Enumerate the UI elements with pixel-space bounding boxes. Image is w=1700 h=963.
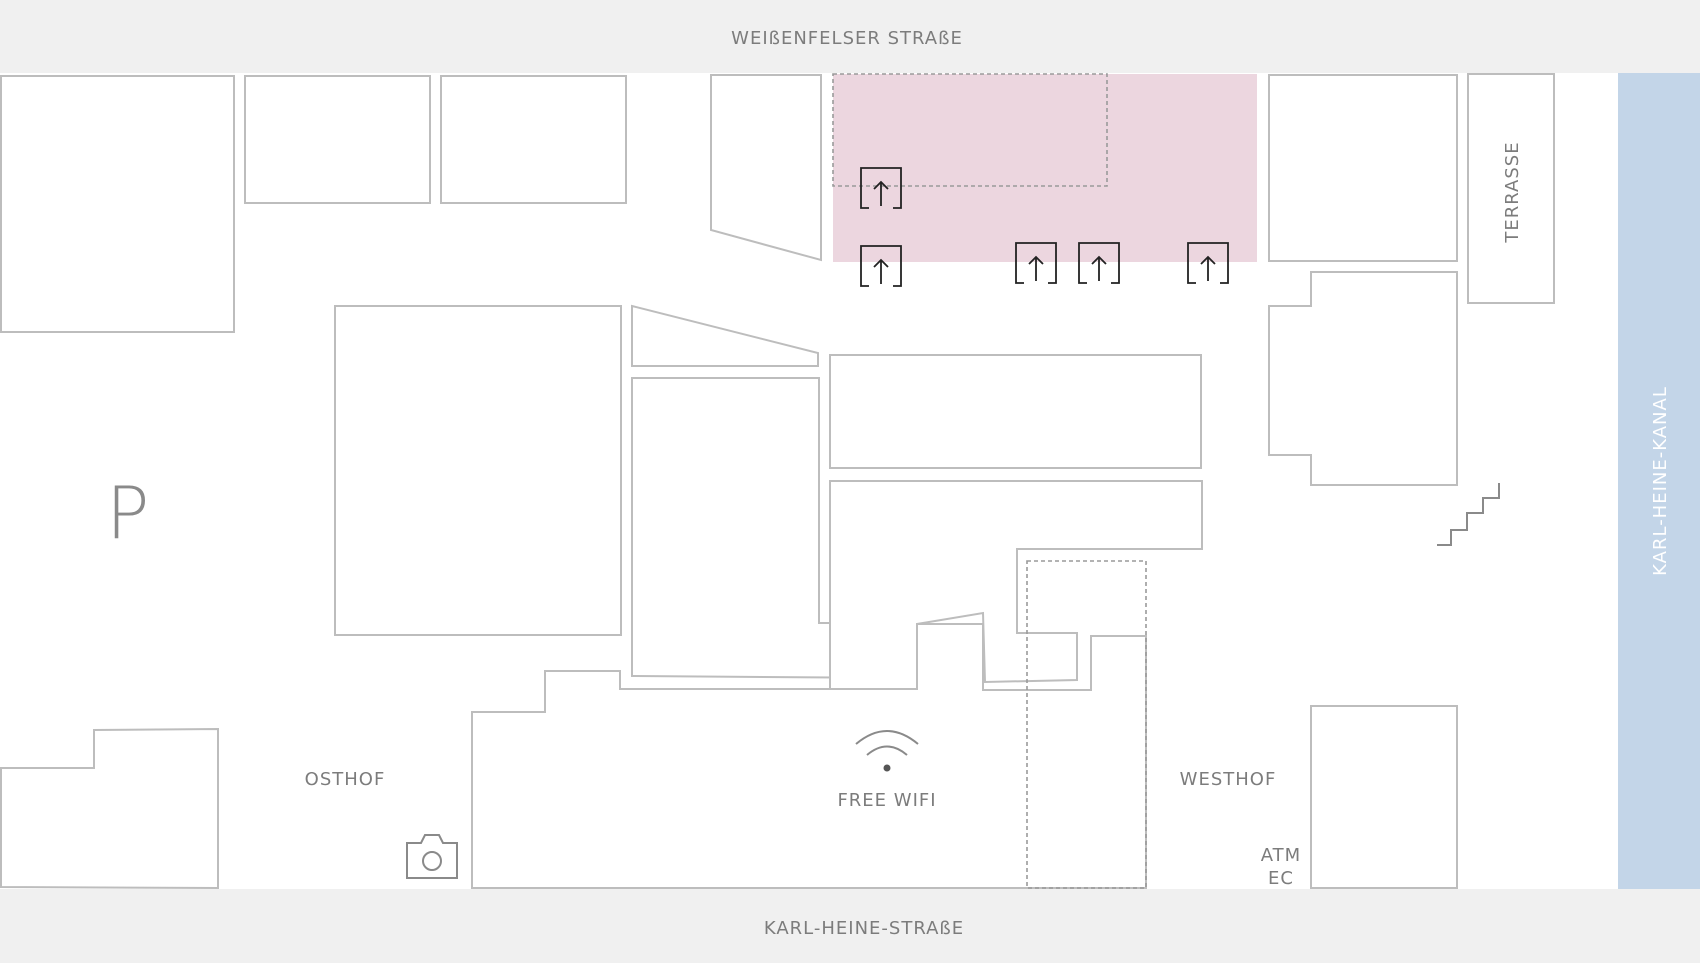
street-label-bottom: KARL-HEINE-STRAßE bbox=[764, 918, 964, 939]
road-bottom bbox=[0, 889, 1700, 963]
road-top bbox=[0, 0, 1700, 73]
highlighted-building-zone[interactable] bbox=[833, 74, 1257, 262]
atm-label: ATM bbox=[1261, 845, 1301, 866]
building[interactable] bbox=[631, 304, 819, 367]
building[interactable] bbox=[1310, 705, 1458, 889]
wifi-icon bbox=[855, 730, 919, 772]
wifi-label: FREE WIFI bbox=[837, 790, 936, 811]
building[interactable] bbox=[334, 305, 622, 636]
parking-icon: P bbox=[106, 471, 149, 555]
east-courtyard-label: OSTHOF bbox=[305, 769, 386, 790]
stairs-icon bbox=[1437, 483, 1500, 546]
dashed-zone-top bbox=[832, 73, 1108, 187]
building[interactable] bbox=[440, 75, 627, 204]
entrance-arrow-icon[interactable] bbox=[1187, 242, 1229, 284]
terrace-label: TERRASSE bbox=[1502, 141, 1523, 243]
entrance-arrow-icon[interactable] bbox=[1078, 242, 1120, 284]
building[interactable] bbox=[829, 354, 1202, 469]
ec-label: EC bbox=[1268, 868, 1294, 889]
building[interactable] bbox=[244, 75, 431, 204]
entrance-arrow-icon[interactable] bbox=[1015, 242, 1057, 284]
dashed-zone-bottom bbox=[1026, 560, 1147, 889]
building[interactable] bbox=[1268, 271, 1458, 486]
canal-label: KARL-HEINE-KANAL bbox=[1650, 386, 1671, 576]
street-label-top: WEIßENFELSER STRAßE bbox=[731, 28, 963, 49]
courtyard-building[interactable] bbox=[471, 623, 1147, 889]
building[interactable] bbox=[710, 74, 822, 262]
west-courtyard-label: WESTHOF bbox=[1180, 769, 1277, 790]
canal bbox=[1618, 73, 1700, 889]
terrace-building[interactable] bbox=[1467, 73, 1555, 304]
building[interactable] bbox=[0, 75, 235, 333]
building[interactable] bbox=[0, 727, 219, 890]
camera-icon[interactable] bbox=[406, 834, 458, 879]
entrance-arrow-icon[interactable] bbox=[860, 167, 902, 209]
building[interactable] bbox=[1268, 74, 1458, 262]
entrance-arrow-icon[interactable] bbox=[860, 245, 902, 287]
